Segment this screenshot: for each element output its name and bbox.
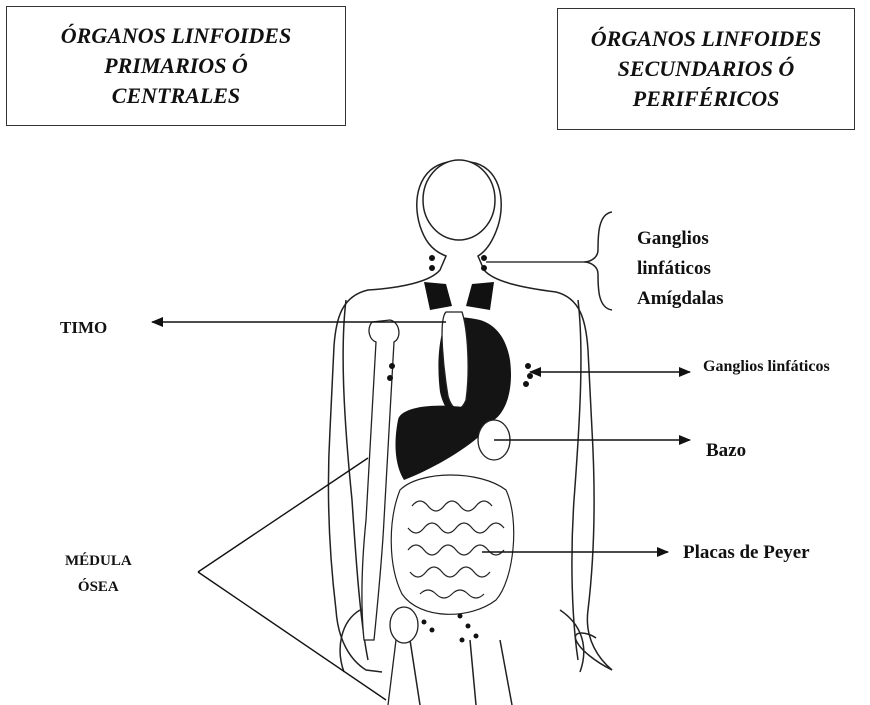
medula-line-lower [198,572,386,700]
intestines-shape [391,475,513,614]
label-ganglios-linfaticos: Ganglios linfáticos [703,358,830,376]
label-medula-osea: MÉDULA ÓSEA [65,548,132,600]
liver-shape [396,406,489,480]
label-ganglios-amigdalas: Ganglios linfáticos Amígdalas [637,224,724,314]
thymus-shape [424,282,494,310]
label-bazo: Bazo [706,440,746,462]
ganglios-brace [584,212,612,310]
medula-line-upper [198,458,368,572]
inguinal-lymph-nodes [422,614,479,643]
label-placas-de-peyer: Placas de Peyer [683,542,810,564]
label-timo: TIMO [60,318,107,338]
